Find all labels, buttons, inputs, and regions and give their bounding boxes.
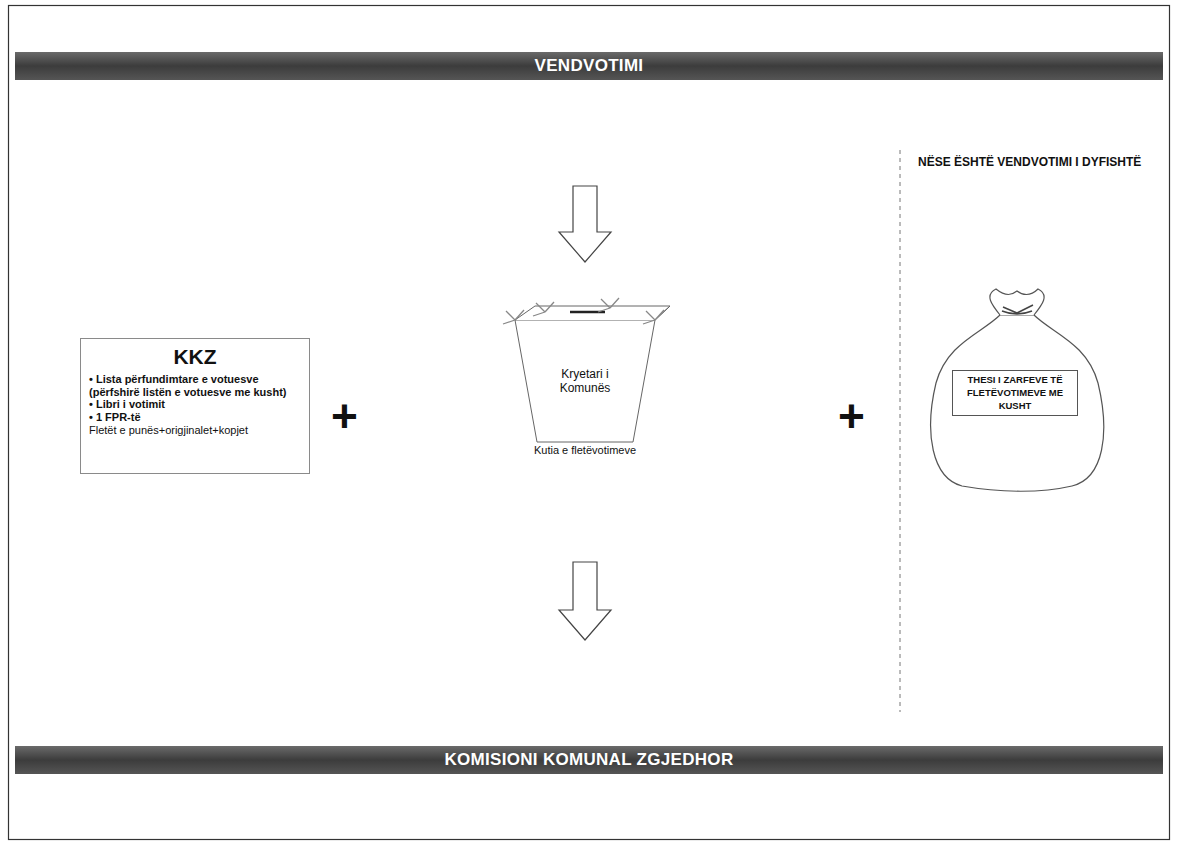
envelope-bag: THESI I ZARFEVE TË FLETËVOTIMEVE ME KUSH… [922,283,1112,493]
plus-sign: + [331,393,358,439]
header-band: VENDVOTIMI [15,52,1163,80]
condition-note: NËSE ËSHTË VENDVOTIMI I DYFISHTË [918,155,1143,171]
bag-tie [1002,305,1033,314]
bag-label: THESI I ZARFEVE TË FLETËVOTIMEVE ME KUSH… [952,370,1078,416]
list-item: Fletët e punës+origjinalet+kopjet [89,424,301,437]
seal-tie [643,310,664,324]
ballot-box: Kryetari i KomunësKutia e fletëvotimeve [500,292,670,477]
seal-tie [533,302,554,316]
seal-tie [598,298,619,312]
seal-tie [503,310,524,324]
contents-box: KKZ • Lista përfundimtare e votuesve (për… [80,338,310,474]
divider-dashed [900,150,901,712]
box-caption: Kutia e fletëvotimeve [520,444,650,457]
list-item: • 1 FPR-të [89,411,301,424]
band-title: KOMISIONI KOMUNAL ZGJEDHOR [445,750,734,770]
footer-band: KOMISIONI KOMUNAL ZGJEDHOR [15,746,1163,774]
box-label: Kryetari i Komunës [535,368,635,396]
bag-body [931,315,1104,491]
list-item: • Lista përfundimtare e votuesve (përfsh… [89,373,301,398]
page-frame [9,6,1170,840]
flow-arrow [559,562,611,640]
bag-neck [990,289,1044,315]
box-heading: KKZ [89,345,301,369]
band-title: VENDVOTIMI [535,56,644,76]
box-body [515,320,655,442]
plus-sign: + [838,393,865,439]
box-lid [515,306,670,320]
list-item: • Libri i votimit [89,398,301,411]
flow-arrow [559,186,611,262]
